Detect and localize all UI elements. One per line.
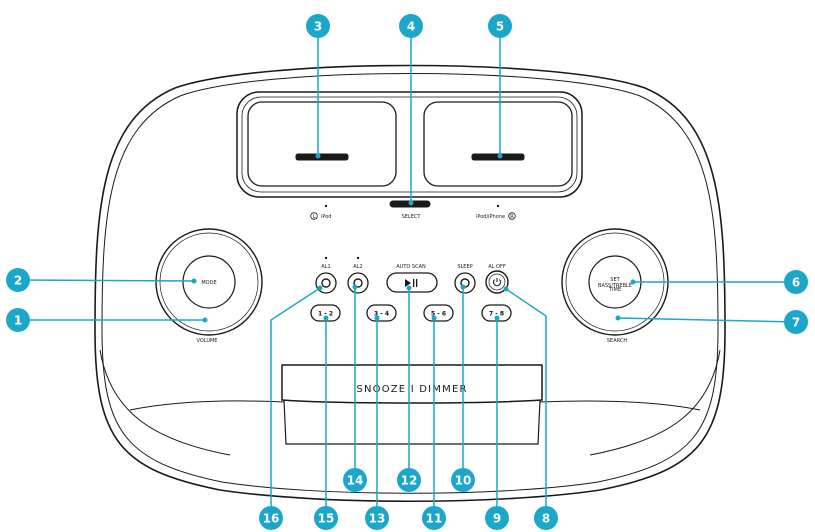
preset-4-label: 7 - 8 <box>489 311 504 318</box>
callout-badge-1-number: 1 <box>14 314 22 328</box>
callout-badge-10-number: 10 <box>455 474 472 488</box>
callout-badge-2-number: 2 <box>14 274 22 288</box>
callout-badge-2: 2 <box>6 268 30 292</box>
l-badge: L <box>310 212 318 220</box>
callout-badge-12-number: 12 <box>401 474 418 488</box>
sleep-button[interactable] <box>454 272 476 294</box>
body-base-line <box>99 349 721 456</box>
volume-label: VOLUME <box>197 338 218 344</box>
preset-button-5-6[interactable]: 5 - 6 <box>423 304 454 322</box>
mode-button[interactable]: MODE <box>182 255 236 309</box>
device-body <box>94 64 726 503</box>
al1-indicator-dot <box>324 256 328 260</box>
callout-badge-16: 16 <box>259 506 283 530</box>
set-sub2-label: TIME <box>608 287 621 293</box>
callout-badge-11: 11 <box>422 506 446 530</box>
callout-badge-12: 12 <box>397 468 421 492</box>
callout-badge-5: 5 <box>488 14 512 38</box>
dock-left-connector[interactable] <box>295 153 349 161</box>
dock-left-bay <box>247 101 397 187</box>
snooze-dimmer-bar[interactable] <box>129 364 701 445</box>
play-pause-button[interactable] <box>386 272 438 293</box>
callout-lines <box>17 30 796 515</box>
dock-outer <box>236 91 583 198</box>
preset-button-1-2[interactable]: 1 - 2 <box>310 304 341 322</box>
sleep-label: SLEEP <box>457 264 472 270</box>
callout-badge-13: 13 <box>365 506 389 530</box>
al2-label: AL2 <box>353 264 362 270</box>
r-indicator-dot <box>496 204 500 208</box>
callout-badge-9-number: 9 <box>493 512 501 526</box>
callout-badge-7-number: 7 <box>792 316 800 330</box>
callout-badge-11-number: 11 <box>426 512 443 526</box>
callout-badge-14-number: 14 <box>347 474 364 488</box>
al-off-label: AL OFF <box>488 264 506 270</box>
body-inner-outline <box>101 73 719 494</box>
set-sub1-label: BASS/TREBLE <box>598 283 632 289</box>
dock-inner <box>241 96 578 193</box>
callout-badge-3-number: 3 <box>314 20 322 34</box>
callout-badge-1: 1 <box>6 308 30 332</box>
r-mark-text: R <box>510 214 514 220</box>
dock-tray <box>236 91 583 208</box>
dock-right-bay <box>423 101 573 187</box>
body-lower-lip <box>129 400 701 411</box>
label-r-ipod: iPod/iPhone <box>476 214 505 220</box>
l-mark-text: L <box>313 214 316 220</box>
al2-indicator-dot <box>356 256 360 260</box>
callout-badge-9: 9 <box>485 506 509 530</box>
callout-badge-15-number: 15 <box>318 512 335 526</box>
callout-badge-8: 8 <box>534 506 558 530</box>
callout-badge-6-number: 6 <box>792 276 800 290</box>
preset-3-label: 5 - 6 <box>431 311 446 318</box>
r-badge: R <box>508 212 516 220</box>
callout-badge-5-number: 5 <box>496 20 504 34</box>
callout-badge-6: 6 <box>784 270 808 294</box>
al-off-button[interactable] <box>485 270 509 294</box>
play-icon <box>405 279 411 287</box>
pause-icon <box>413 279 415 287</box>
auto-scan-label: AUTO SCAN <box>396 264 426 270</box>
snooze-dimmer-label: SNOOZE I DIMMER <box>356 384 467 395</box>
l-indicator-dot <box>324 204 328 208</box>
callout-badge-14: 14 <box>343 468 367 492</box>
callout-badge-4-number: 4 <box>407 20 415 34</box>
body-outer-outline <box>94 64 726 503</box>
callout-badge-8-number: 8 <box>542 512 550 526</box>
preset-2-label: 3 - 4 <box>374 311 389 318</box>
callout-badge-7: 7 <box>784 310 808 334</box>
mode-label: MODE <box>201 280 216 286</box>
callout-badge-16-number: 16 <box>263 512 280 526</box>
snooze-bar-front <box>281 364 543 404</box>
callout-badge-3: 3 <box>306 14 330 38</box>
preset-button-3-4[interactable]: 3 - 4 <box>366 304 397 322</box>
search-label: SEARCH <box>607 338 627 344</box>
callout-endpoints <box>191 153 636 323</box>
al1-label: AL1 <box>321 264 330 270</box>
callout-badge-13-number: 13 <box>369 512 386 526</box>
callout-badge-4: 4 <box>399 14 423 38</box>
callout-badge-15: 15 <box>314 506 338 530</box>
set-label: SET <box>610 277 620 283</box>
label-l-ipod: iPod <box>321 214 331 220</box>
power-icon <box>492 279 502 287</box>
al2-button[interactable] <box>347 272 369 294</box>
preset-1-label: 1 - 2 <box>318 311 333 318</box>
snooze-bar-lower <box>283 399 541 445</box>
label-select: SELECT <box>402 214 422 220</box>
callout-badge-10: 10 <box>451 468 475 492</box>
